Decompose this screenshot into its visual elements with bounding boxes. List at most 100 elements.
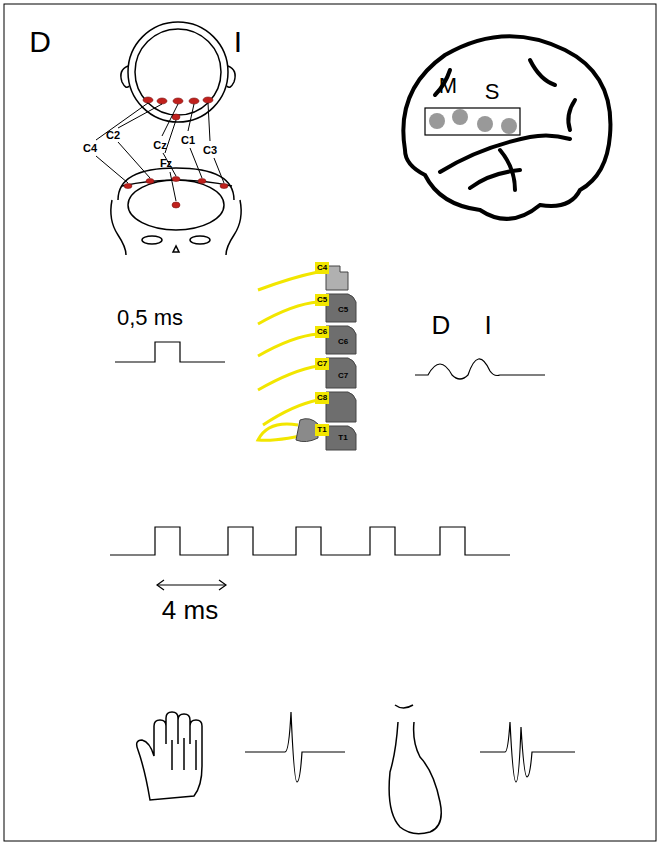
motor-sensory-strip: [429, 113, 445, 129]
vertebra: [326, 326, 356, 354]
nerve-root: [258, 334, 318, 356]
duration-label: 0,5 ms: [117, 307, 183, 329]
vertebra: [296, 266, 356, 450]
vertebra: [326, 426, 356, 450]
leader-line: [190, 148, 202, 178]
hand-outline: [195, 740, 197, 770]
root-label-patch: [315, 326, 329, 338]
electrode-label: Fz: [160, 158, 172, 169]
brain-outline: [530, 60, 555, 85]
root-label-patch: [315, 392, 329, 404]
root-label: C6: [317, 328, 327, 336]
electrode-label: C3: [203, 145, 217, 156]
electrode: [143, 97, 153, 103]
nerve-root: [258, 272, 318, 290]
leader-line: [96, 103, 224, 201]
leader-line: [118, 142, 150, 178]
root-label: C5: [317, 296, 327, 304]
electrode: [157, 98, 167, 104]
leader-line: [96, 156, 128, 183]
motor-sensory-strip: [501, 118, 517, 134]
leader-line: [214, 158, 224, 183]
foot-outline: [389, 705, 441, 834]
root-label: C7: [317, 360, 327, 368]
head-top-view: [227, 66, 235, 87]
root-label: C8: [317, 394, 327, 402]
hand-outline: [137, 712, 202, 800]
motor-sensory-strip: [477, 116, 493, 132]
electrode: [220, 184, 228, 189]
nerve-root: [258, 302, 318, 324]
motor-sensory-strip: [425, 108, 520, 135]
hand-outline: [137, 712, 202, 800]
vertebra-label: C7: [338, 372, 348, 380]
frame: [4, 4, 656, 841]
single-stimulus-pulse: [115, 342, 225, 362]
head-front-view: [118, 168, 234, 200]
root-label-patch: [315, 262, 329, 274]
cmap-hand-trace: [245, 712, 345, 782]
foot-outline: [395, 705, 413, 708]
brain-outline: [568, 100, 575, 130]
cmap-foot-trace: [480, 722, 575, 782]
side-letter: I: [234, 27, 242, 57]
vertebra: [326, 294, 356, 322]
electrode-label: C2: [106, 130, 120, 141]
electrode-label: C1: [181, 135, 195, 146]
motor-sensory-strip: [425, 108, 520, 135]
hand-outline: [171, 740, 173, 770]
cortex-label: S: [485, 81, 500, 103]
head-front-view: [190, 236, 210, 244]
foot-outline: [389, 722, 441, 834]
interval-arrow: [157, 580, 164, 590]
brain-outline: [403, 36, 610, 219]
head-front-view: [111, 168, 241, 255]
vertebra: [326, 266, 348, 290]
pulse-train: [110, 527, 510, 555]
head-front-view: [173, 246, 179, 252]
head-top-view: [121, 66, 129, 87]
vertebra-label: T1: [338, 434, 347, 442]
electrode: [189, 98, 199, 104]
vertebra: [326, 392, 356, 422]
vertebra-label: C5: [338, 306, 348, 314]
leader-line: [118, 104, 162, 128]
root-label-patch: [315, 424, 329, 436]
nerve-root: [258, 272, 318, 440]
head-top-view: [135, 29, 221, 115]
interval-arrow: [219, 580, 226, 590]
electrode: [173, 98, 183, 104]
leader-line: [208, 103, 210, 141]
vertebra: [296, 419, 318, 442]
electrode: [198, 179, 206, 184]
head-front-view: [226, 200, 241, 255]
side-letter: D: [29, 27, 51, 57]
root-label: T1: [317, 426, 326, 434]
root-label: C4: [317, 264, 327, 272]
nerve-root: [258, 366, 318, 390]
electrode: [172, 114, 180, 120]
vertebra: [326, 358, 356, 388]
d-i-wave-trace: [415, 359, 545, 379]
hand-outline: [183, 738, 185, 770]
electrode: [124, 184, 132, 189]
electrode: [124, 177, 228, 209]
electrode-label: Cz: [153, 140, 166, 151]
leader-line: [188, 104, 194, 131]
electrode-label: C4: [83, 143, 97, 154]
head-front-view: [142, 236, 162, 244]
interval-arrow: [157, 580, 226, 590]
electrode: [172, 177, 180, 182]
wave-label: D: [432, 312, 451, 338]
head-front-view: [128, 180, 224, 230]
cortex-label: M: [439, 75, 457, 97]
head-top-view: [121, 22, 235, 122]
root-label-patch: [315, 294, 329, 306]
wave-label: I: [484, 312, 491, 338]
motor-sensory-strip: [452, 109, 468, 125]
interval-arrow: [157, 584, 226, 585]
electrode: [172, 202, 180, 208]
